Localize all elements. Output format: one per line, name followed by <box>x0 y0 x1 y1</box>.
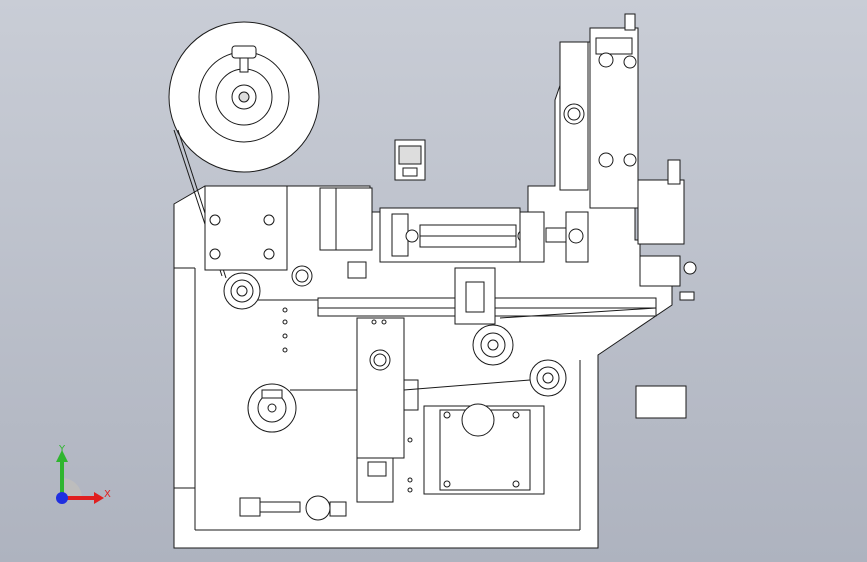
coordinate-triad: Y X <box>56 444 111 504</box>
stepper-motor[interactable] <box>423 403 545 495</box>
guide-rail[interactable] <box>317 267 657 325</box>
xy-plane-wedge <box>62 478 82 498</box>
z-axis-dot <box>56 492 68 504</box>
vertical-module[interactable] <box>559 13 639 209</box>
x-axis-label: X <box>104 489 111 500</box>
bottom-valve[interactable] <box>239 495 347 521</box>
knob[interactable] <box>247 383 297 433</box>
tape-reel[interactable] <box>168 21 320 173</box>
guide-roller-left[interactable] <box>223 272 261 310</box>
cutter-assembly[interactable] <box>356 317 419 503</box>
side-block[interactable] <box>637 179 685 245</box>
y-axis-label: Y <box>58 444 66 455</box>
floating-box[interactable] <box>635 385 687 419</box>
sensor-display[interactable] <box>394 139 426 181</box>
output-roller[interactable] <box>529 359 567 397</box>
pressure-roller[interactable] <box>472 324 514 366</box>
pneumatic-cylinder[interactable] <box>379 207 589 263</box>
bolt-holes <box>282 307 413 493</box>
